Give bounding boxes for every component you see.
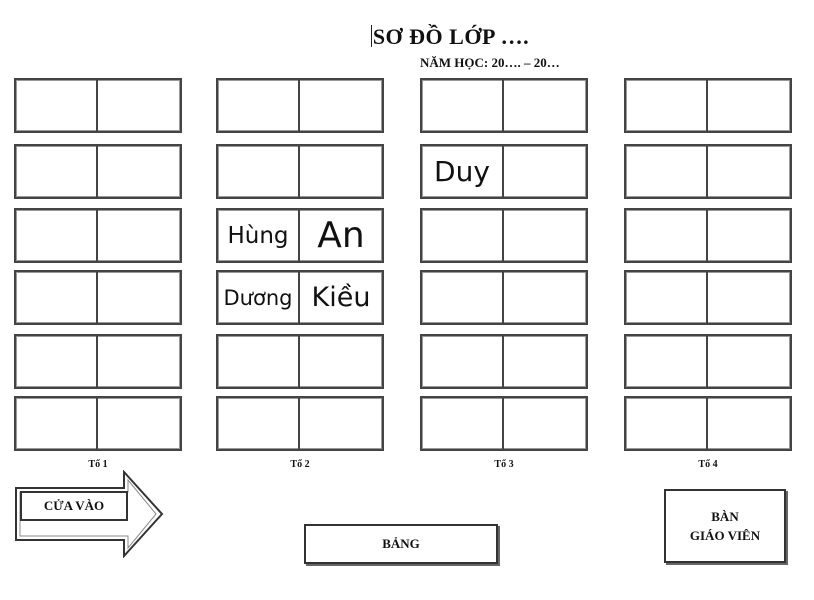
seat-left — [218, 336, 300, 387]
seat-left — [16, 272, 98, 323]
seat-left — [422, 80, 504, 131]
blackboard: BẢNG — [304, 524, 498, 564]
desk — [14, 78, 182, 133]
desk — [216, 78, 384, 133]
title-text: SƠ ĐỒ LỚP …. — [372, 24, 530, 49]
seat-right — [98, 336, 180, 387]
seat-left — [626, 398, 708, 449]
desk — [216, 144, 384, 199]
desk: Dương Kiều — [216, 270, 384, 325]
seat-right: Kiều — [311, 282, 371, 313]
seat-right — [98, 210, 180, 261]
seat-left — [218, 398, 300, 449]
desk — [14, 334, 182, 389]
seat-right — [98, 398, 180, 449]
seat-right — [300, 336, 382, 387]
desk — [420, 208, 588, 263]
seat-left — [16, 210, 98, 261]
seat-right — [98, 80, 180, 131]
teacher-desk: BÀN GIÁO VIÊN — [664, 489, 786, 563]
seat-right — [708, 146, 790, 197]
seat-left — [626, 210, 708, 261]
group-label: Tổ 2 — [290, 459, 310, 470]
seat-right — [98, 146, 180, 197]
desk: Duy — [420, 144, 588, 199]
seat-right — [708, 272, 790, 323]
seat-left — [16, 398, 98, 449]
seat-left — [626, 146, 708, 197]
seat-left: Dương — [218, 272, 300, 323]
teacher-desk-line2: GIÁO VIÊN — [689, 528, 761, 543]
seat-left — [422, 210, 504, 261]
desk — [624, 334, 792, 389]
seat-right — [504, 272, 586, 323]
seat-left — [16, 80, 98, 131]
desk — [624, 208, 792, 263]
desk — [624, 144, 792, 199]
desk — [216, 396, 384, 451]
door-label: CỬA VÀO — [20, 491, 128, 521]
seat-left: Duy — [422, 146, 504, 197]
desk — [14, 208, 182, 263]
desk — [420, 270, 588, 325]
desk — [14, 144, 182, 199]
desk — [420, 78, 588, 133]
desk — [14, 396, 182, 451]
page-title: SƠ ĐỒ LỚP …. — [300, 24, 600, 50]
seat-left — [422, 336, 504, 387]
desk — [624, 78, 792, 133]
seat-left — [422, 272, 504, 323]
seat-left — [218, 146, 300, 197]
seat-right — [708, 210, 790, 261]
seat-right — [504, 210, 586, 261]
seat-right — [504, 146, 586, 197]
desk: Hùng An — [216, 208, 384, 263]
desk — [624, 396, 792, 451]
desk — [216, 334, 384, 389]
seat-right — [708, 398, 790, 449]
school-year: NĂM HỌC: 20…. – 20… — [420, 55, 560, 70]
seat-right — [98, 272, 180, 323]
group-label: Tổ 4 — [698, 459, 718, 470]
seat-left — [218, 80, 300, 131]
seat-left — [626, 80, 708, 131]
group-label: Tổ 3 — [494, 459, 514, 470]
seat-right — [504, 80, 586, 131]
seat-right — [504, 336, 586, 387]
seat-right — [504, 398, 586, 449]
seat-right — [300, 146, 382, 197]
desk — [420, 396, 588, 451]
seat-right — [300, 80, 382, 131]
teacher-desk-line1: BÀN — [711, 509, 739, 524]
text-cursor — [370, 25, 372, 47]
desk — [420, 334, 588, 389]
seat-right — [708, 336, 790, 387]
seat-left — [16, 146, 98, 197]
seat-left: Hùng — [218, 210, 300, 261]
group-label: Tổ 1 — [88, 459, 108, 470]
seat-left — [626, 272, 708, 323]
seat-right — [300, 398, 382, 449]
seat-right — [708, 80, 790, 131]
seat-left — [16, 336, 98, 387]
seat-left — [422, 398, 504, 449]
desk — [624, 270, 792, 325]
seat-right: An — [317, 215, 365, 256]
seat-left — [626, 336, 708, 387]
desk — [14, 270, 182, 325]
